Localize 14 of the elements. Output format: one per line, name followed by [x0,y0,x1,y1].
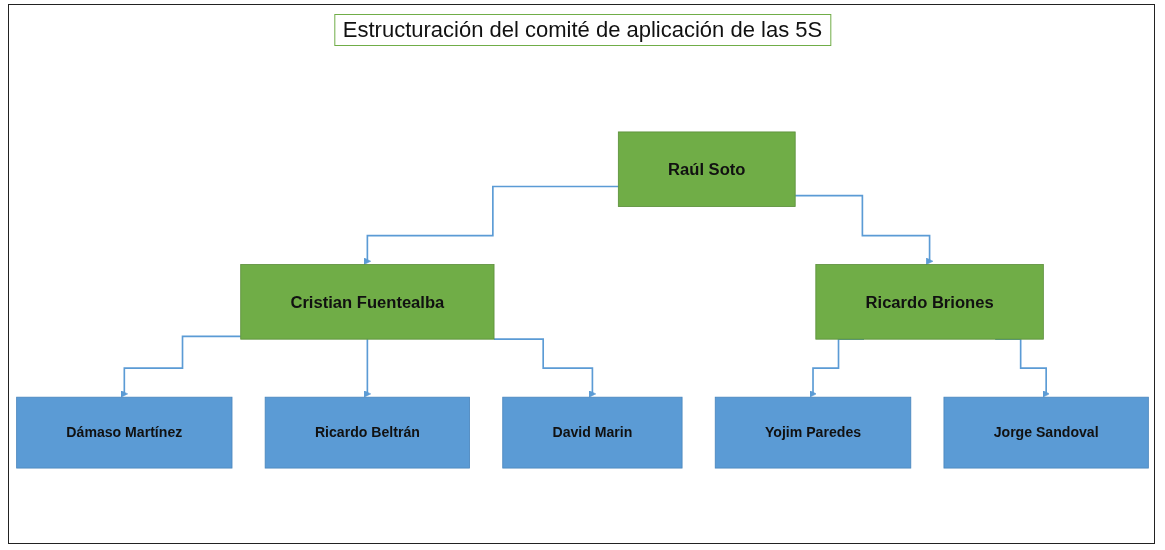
node-box: Yojim Paredes [714,396,912,469]
node-box: Ricardo Briones [815,264,1044,340]
node-box: Jorge Sandoval [943,396,1149,469]
arrow [363,185,620,265]
arrow [493,338,597,398]
node-box: David Marin [502,396,683,469]
node-box: Raúl Soto [617,131,796,207]
arrow [794,194,934,265]
arrow [363,338,371,398]
arrow [120,335,242,398]
node-box: Cristian Fuentealba [240,264,495,340]
node-box: Dámaso Martínez [16,396,233,469]
diagram-title: Estructuración del comité de aplicación de las 5S [333,14,832,46]
node-box: Ricardo Beltrán [264,396,470,469]
